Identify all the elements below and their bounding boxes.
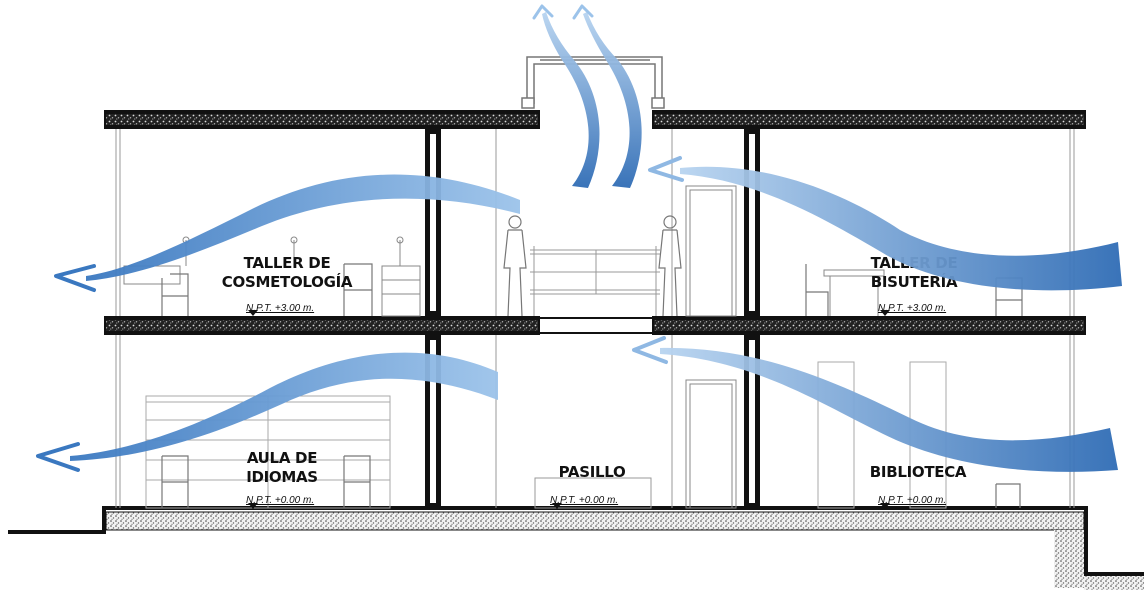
- triangle-marker-icon: [880, 503, 890, 509]
- room-name-line1: TALLER DE: [244, 254, 331, 272]
- intermediate-slab: [104, 316, 1086, 335]
- door-icon: [685, 185, 737, 509]
- room-pasillo: PASILLO N.P.T. +0.00 m.: [550, 463, 626, 509]
- triangle-marker-icon: [248, 310, 258, 316]
- roof-slab: [104, 110, 1086, 129]
- room-name-line1: BIBLIOTECA: [870, 463, 967, 481]
- airflow-lower-left-icon: [36, 352, 498, 472]
- airflow-upper-right-icon: [648, 156, 1122, 291]
- room-name-line2: BISUTERÍA: [871, 272, 958, 291]
- room-name-line2: COSMETOLOGÍA: [222, 272, 353, 291]
- human-figure-icon: [503, 215, 682, 317]
- airflow-up-left-icon: [532, 4, 600, 188]
- triangle-marker-icon: [880, 310, 890, 316]
- foundation: [8, 506, 1144, 590]
- worktable: [823, 269, 885, 316]
- level-label: N.P.T. +0.00 m.: [878, 495, 946, 506]
- railing: [530, 246, 660, 316]
- room-biblioteca: BIBLIOTECA N.P.T. +0.00 m.: [870, 463, 967, 509]
- airflow-up-right-icon: [572, 4, 642, 188]
- triangle-marker-icon: [248, 503, 258, 509]
- room-idiomas: AULA DE IDIOMAS N.P.T. +0.00 m.: [246, 449, 318, 509]
- triangle-marker-icon: [552, 503, 562, 509]
- level-label: N.P.T. +3.00 m.: [878, 303, 946, 314]
- salon-furniture: [123, 236, 421, 317]
- room-name-line1: PASILLO: [559, 463, 626, 481]
- level-label: N.P.T. +3.00 m.: [246, 303, 314, 314]
- airflow-upper-left-icon: [54, 174, 520, 292]
- room-name-line2: IDIOMAS: [246, 468, 318, 486]
- roof-skylight: [521, 56, 665, 109]
- room-cosmetologia: TALLER DE COSMETOLOGÍA N.P.T. +3.00 m.: [222, 254, 353, 316]
- room-name-line1: AULA DE: [247, 449, 317, 467]
- reception-counter: [534, 477, 652, 509]
- chair-icon: [161, 263, 1023, 508]
- level-label: N.P.T. +0.00 m.: [550, 495, 618, 506]
- airflow-lower-right-icon: [632, 336, 1118, 472]
- level-label: N.P.T. +0.00 m.: [246, 495, 314, 506]
